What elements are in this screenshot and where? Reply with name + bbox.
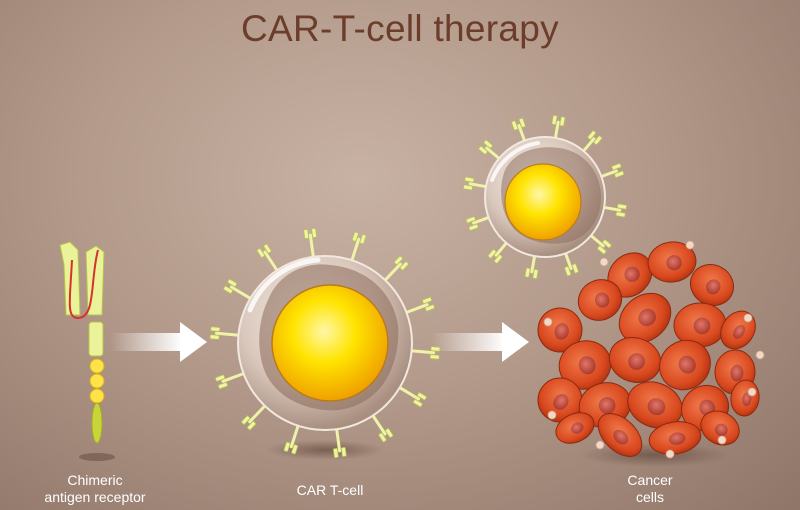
receptor-antenna	[587, 232, 612, 255]
receptor-antenna	[598, 163, 625, 179]
receptor-antenna	[223, 278, 254, 301]
receptor-antenna	[511, 117, 527, 144]
tcell-receptors	[209, 227, 441, 459]
receptor-antenna	[349, 231, 367, 264]
cancer-label-line1: Cancer	[627, 472, 673, 488]
cancer-nodule	[543, 317, 553, 327]
cancer-cell	[700, 410, 740, 446]
car-t-cell	[209, 227, 441, 460]
cancer-cell	[618, 292, 672, 344]
receptor-antenna	[563, 250, 579, 277]
receptor-antenna	[256, 243, 280, 274]
cancer-cell	[555, 412, 595, 444]
arrow-tcell-to-cancer	[432, 322, 529, 362]
cancer-cell	[659, 339, 711, 391]
receptor-antenna	[209, 326, 242, 340]
cancer-cell	[689, 264, 735, 306]
cancer-cell	[577, 279, 623, 321]
cancer-nodule	[747, 387, 757, 397]
cancer-nodule	[685, 240, 695, 250]
receptor-antenna	[303, 227, 317, 261]
small-car-t-cell	[462, 114, 628, 280]
cancer-nodule	[743, 313, 753, 323]
car-label-line2: antigen receptor	[44, 489, 146, 505]
receptor-antenna	[382, 255, 409, 284]
arrow-receptor-to-tcell	[110, 322, 207, 362]
receptor-antenna	[478, 139, 503, 162]
cancer-nodule	[595, 440, 605, 450]
receptor-antenna	[333, 425, 347, 459]
receptor-antenna	[370, 412, 394, 443]
cancer-cell-cluster	[537, 240, 765, 467]
cancer-cell	[607, 252, 653, 298]
receptor-antenna	[215, 371, 247, 390]
receptor-antenna	[408, 346, 441, 360]
car-label-line1: Chimeric	[67, 472, 123, 488]
cancer-cell	[648, 421, 702, 455]
cancer-cells-label: Cancer cells	[590, 472, 710, 506]
receptor-antenna	[403, 296, 435, 315]
receptor-antenna	[396, 385, 427, 408]
cancer-cell	[627, 381, 683, 429]
receptor-antenna	[600, 203, 628, 218]
cancer-cell	[647, 241, 697, 283]
cancer-cells	[537, 240, 765, 459]
cancer-nodule	[755, 350, 765, 360]
receptor-antenna	[487, 239, 510, 264]
cancer-nodule	[717, 435, 727, 445]
receptor-antenna	[551, 114, 566, 142]
receptor-antenna	[524, 252, 539, 280]
cancer-nodule	[665, 449, 675, 459]
cancer-cell	[558, 340, 612, 390]
cancer-nodule	[599, 257, 609, 267]
cancer-cell	[537, 377, 583, 423]
receptor-antenna	[580, 130, 603, 155]
cancer-cell	[597, 413, 643, 457]
car-t-cell-label: CAR T-cell	[296, 482, 364, 498]
cancer-cell	[608, 337, 662, 383]
chimeric-antigen-receptor-label: Chimeric antigen receptor	[20, 472, 170, 506]
chimeric-antigen-receptor	[59, 241, 115, 461]
receptor-antenna	[465, 215, 492, 231]
receptor-antenna	[241, 402, 268, 431]
receptor-antenna	[462, 176, 490, 191]
small-tcell-receptors	[462, 114, 628, 280]
receptor-antenna	[283, 422, 301, 455]
diagram-title: CAR-T-cell therapy	[241, 8, 559, 49]
cancer-nodule	[547, 410, 557, 420]
cancer-label-line2: cells	[635, 489, 664, 505]
